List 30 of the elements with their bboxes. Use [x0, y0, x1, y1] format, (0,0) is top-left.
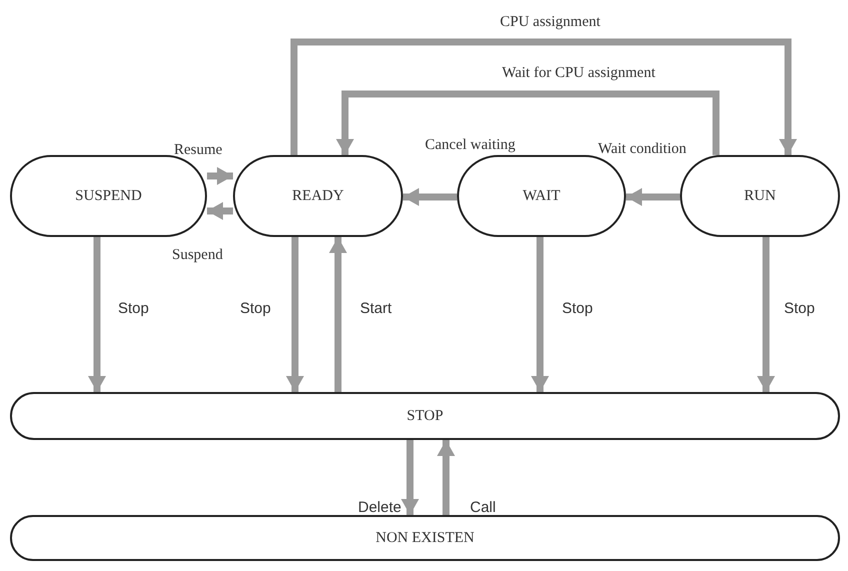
edge-label: Stop [118, 299, 149, 319]
state-pill: WAIT [457, 155, 626, 237]
edge-label: Stop [562, 299, 593, 319]
arrow [329, 237, 347, 392]
arrow [403, 188, 457, 206]
edge-label: Stop [240, 299, 271, 319]
arrow [286, 237, 304, 392]
edge-label: CPU assignment [500, 13, 600, 32]
edge-label: Suspend [172, 246, 223, 265]
state-pill: NON EXISTEN [10, 515, 840, 561]
edge-label: Delete [358, 498, 402, 518]
arrow [336, 90, 720, 155]
edge-label: Cancel waiting [425, 136, 516, 155]
edge-label: Start [360, 299, 392, 319]
arrow [207, 167, 233, 185]
arrow [401, 440, 419, 515]
arrow [531, 237, 549, 392]
arrow [757, 237, 775, 392]
state-pill: STOP [10, 392, 840, 440]
arrow [88, 237, 106, 392]
edge-label: Call [470, 498, 496, 518]
arrow [626, 188, 680, 206]
state-pill: RUN [680, 155, 840, 237]
edge-label: Stop [784, 299, 815, 319]
state-pill: READY [233, 155, 403, 237]
arrow [207, 202, 233, 220]
arrow [290, 38, 797, 155]
edge-label: Wait for CPU assignment [502, 64, 656, 83]
state-pill: SUSPEND [10, 155, 207, 237]
arrow [437, 440, 455, 515]
